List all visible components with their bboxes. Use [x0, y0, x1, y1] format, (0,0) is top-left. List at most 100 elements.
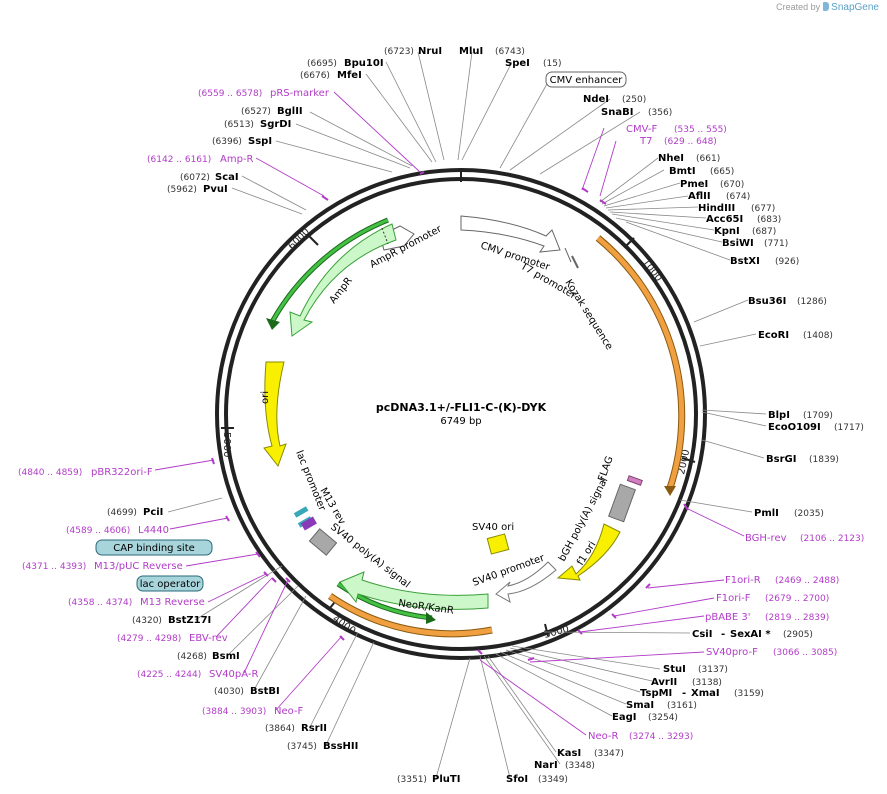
site-tspmi-xmai: TspMI-XmaI(3159) [640, 688, 764, 699]
svg-text:F1ori-R: F1ori-R [725, 575, 761, 586]
cmv-enhancer-box: CMV enhancer [545, 71, 627, 88]
site-eagi: EagI (3254) [612, 712, 678, 723]
svg-text:KasI: KasI [557, 748, 581, 759]
lac-operator-label: lac operator [140, 579, 201, 590]
svg-text:(1408): (1408) [803, 331, 833, 341]
svg-text:(6072): (6072) [180, 173, 210, 183]
svg-text:(3161): (3161) [667, 701, 697, 711]
primer-sv40pro-f: SV40pro-F(3066 .. 3085) [706, 647, 837, 658]
svg-text:(3884 .. 3903): (3884 .. 3903) [202, 707, 266, 717]
ori-arrow [263, 361, 287, 468]
svg-text:(3066 .. 3085): (3066 .. 3085) [773, 648, 837, 658]
svg-text:SV40pA-R: SV40pA-R [209, 669, 258, 680]
svg-text:XmaI: XmaI [691, 688, 720, 699]
svg-text:SexAI *: SexAI * [730, 629, 771, 640]
label-sv40-polya-signal: SV40 poly(A) signal [328, 522, 412, 591]
svg-text:PmlI: PmlI [754, 508, 779, 519]
site-nrui: (6723)NruI [384, 46, 442, 57]
site-snabi: SnaBI(356) [601, 107, 672, 118]
insert-arc-right [595, 235, 686, 490]
features [263, 215, 686, 638]
svg-text:Acc65I: Acc65I [706, 214, 743, 225]
svg-text:MfeI: MfeI [337, 70, 362, 81]
svg-text:(677): (677) [751, 204, 775, 214]
primer-f1ori-f: F1ori-F(2679 .. 2700) [716, 593, 829, 604]
m13-rev-mark [300, 516, 317, 531]
site-hindiii: HindIII(677) [698, 203, 775, 214]
label-flag: FLAG [596, 455, 615, 483]
svg-text:(4358 .. 4374): (4358 .. 4374) [68, 598, 132, 608]
cmv-enhancer-label: CMV enhancer [550, 75, 624, 86]
svg-text:(4279 .. 4298): (4279 .. 4298) [117, 634, 181, 644]
svg-text:BglII: BglII [277, 106, 303, 117]
svg-text:(1286): (1286) [797, 297, 827, 307]
svg-text:(6142 .. 6161): (6142 .. 6161) [147, 155, 211, 165]
svg-text:SnaBI: SnaBI [601, 107, 633, 118]
svg-text:(4699): (4699) [107, 508, 137, 518]
site-pvui: (5962)PvuI [167, 184, 228, 195]
svg-text:M13 Reverse: M13 Reverse [140, 597, 205, 608]
svg-text:SfoI: SfoI [506, 774, 528, 785]
svg-text:(670): (670) [720, 180, 744, 190]
svg-text:pBR322ori-F: pBR322ori-F [91, 467, 153, 478]
sv40-ori-box [486, 533, 510, 555]
svg-text:(4030): (4030) [214, 687, 244, 697]
ampr-arrow [289, 223, 397, 337]
svg-text:BmtI: BmtI [669, 166, 696, 177]
site-bsmi: (4268)BsmI [177, 651, 240, 662]
primer-m13-reverse: (4358 .. 4374) M13 Reverse [68, 597, 205, 608]
svg-text:MluI: MluI [459, 46, 483, 57]
sv40-polya-box [308, 528, 338, 556]
svg-text:(6676): (6676) [300, 71, 330, 81]
site-aflii: AflII(674) [688, 191, 750, 202]
label-kozak-sequence: Kozak sequence [562, 278, 614, 352]
site-csii-sexai: CsiI-SexAI *(2905) [692, 629, 813, 640]
svg-text:EcoO109I: EcoO109I [768, 422, 821, 433]
site-bsu36i: Bsu36I (1286) [748, 296, 827, 307]
svg-text:(3137): (3137) [698, 665, 728, 675]
primer-sv40pa-r: (4225 .. 4244)SV40pA-R [137, 669, 258, 680]
label-sv40-ori: SV40 ori [472, 522, 514, 533]
site-bsrgi: BsrGI(1839) [766, 454, 839, 465]
tick-label-5000: 5000 [221, 432, 232, 457]
svg-text:PciI: PciI [143, 507, 163, 518]
svg-text:pRS-marker: pRS-marker [270, 88, 330, 99]
svg-text:(3254): (3254) [648, 713, 678, 723]
cap-binding-site-label: CAP binding site [113, 543, 195, 554]
primer-neo-r: Neo-R (3274 .. 3293) [588, 731, 693, 742]
svg-text:SspI: SspI [248, 136, 272, 147]
svg-text:(1717): (1717) [834, 423, 864, 433]
site-ndei: NdeI(250) [583, 94, 646, 105]
svg-text:Bpu10I: Bpu10I [344, 58, 384, 69]
primer-leader-lines [154, 91, 745, 736]
primer-cmv-f: CMV-F(535 .. 555) [626, 124, 727, 135]
site-nari: NarI(3348) [534, 760, 595, 771]
tick-label-6000: 6000 [286, 226, 312, 252]
feature-labels: CMV promoter T7 promoter Kozak sequence … [260, 223, 616, 617]
svg-text:(6527): (6527) [241, 107, 271, 117]
primer-ebv-rev: (4279 .. 4298)EBV-rev [117, 633, 228, 644]
svg-text:Neo-R: Neo-R [588, 731, 619, 742]
primer-neo-f: (3884 .. 3903)Neo-F [202, 706, 304, 717]
svg-text:(665): (665) [710, 167, 734, 177]
neor-kanr-arrow [339, 571, 489, 610]
site-leader-lines [167, 51, 767, 779]
svg-text:(629 .. 648): (629 .. 648) [664, 137, 717, 147]
site-kasi: KasI(3347) [557, 748, 624, 759]
svg-text:(2106 .. 2123): (2106 .. 2123) [800, 534, 864, 544]
svg-text:SmaI: SmaI [626, 700, 654, 711]
svg-text:EagI: EagI [612, 712, 636, 723]
svg-text:Bsu36I: Bsu36I [748, 296, 786, 307]
svg-text:(3349): (3349) [538, 775, 568, 785]
svg-text:BstBI: BstBI [250, 686, 280, 697]
site-pcii: (4699) PciI [107, 507, 163, 518]
primer-labels: (6559 .. 6578)pRS-marker CMV-F(535 .. 55… [18, 88, 864, 742]
tick-1000 [625, 237, 635, 247]
svg-text:(3274 .. 3293): (3274 .. 3293) [629, 732, 693, 742]
site-spei: SpeI(15) [505, 58, 561, 69]
site-bsshii: (3745)BssHII [287, 741, 358, 752]
svg-text:(1839): (1839) [809, 455, 839, 465]
svg-text:(3864): (3864) [265, 724, 295, 734]
site-acc65i: Acc65I(683) [706, 214, 781, 225]
